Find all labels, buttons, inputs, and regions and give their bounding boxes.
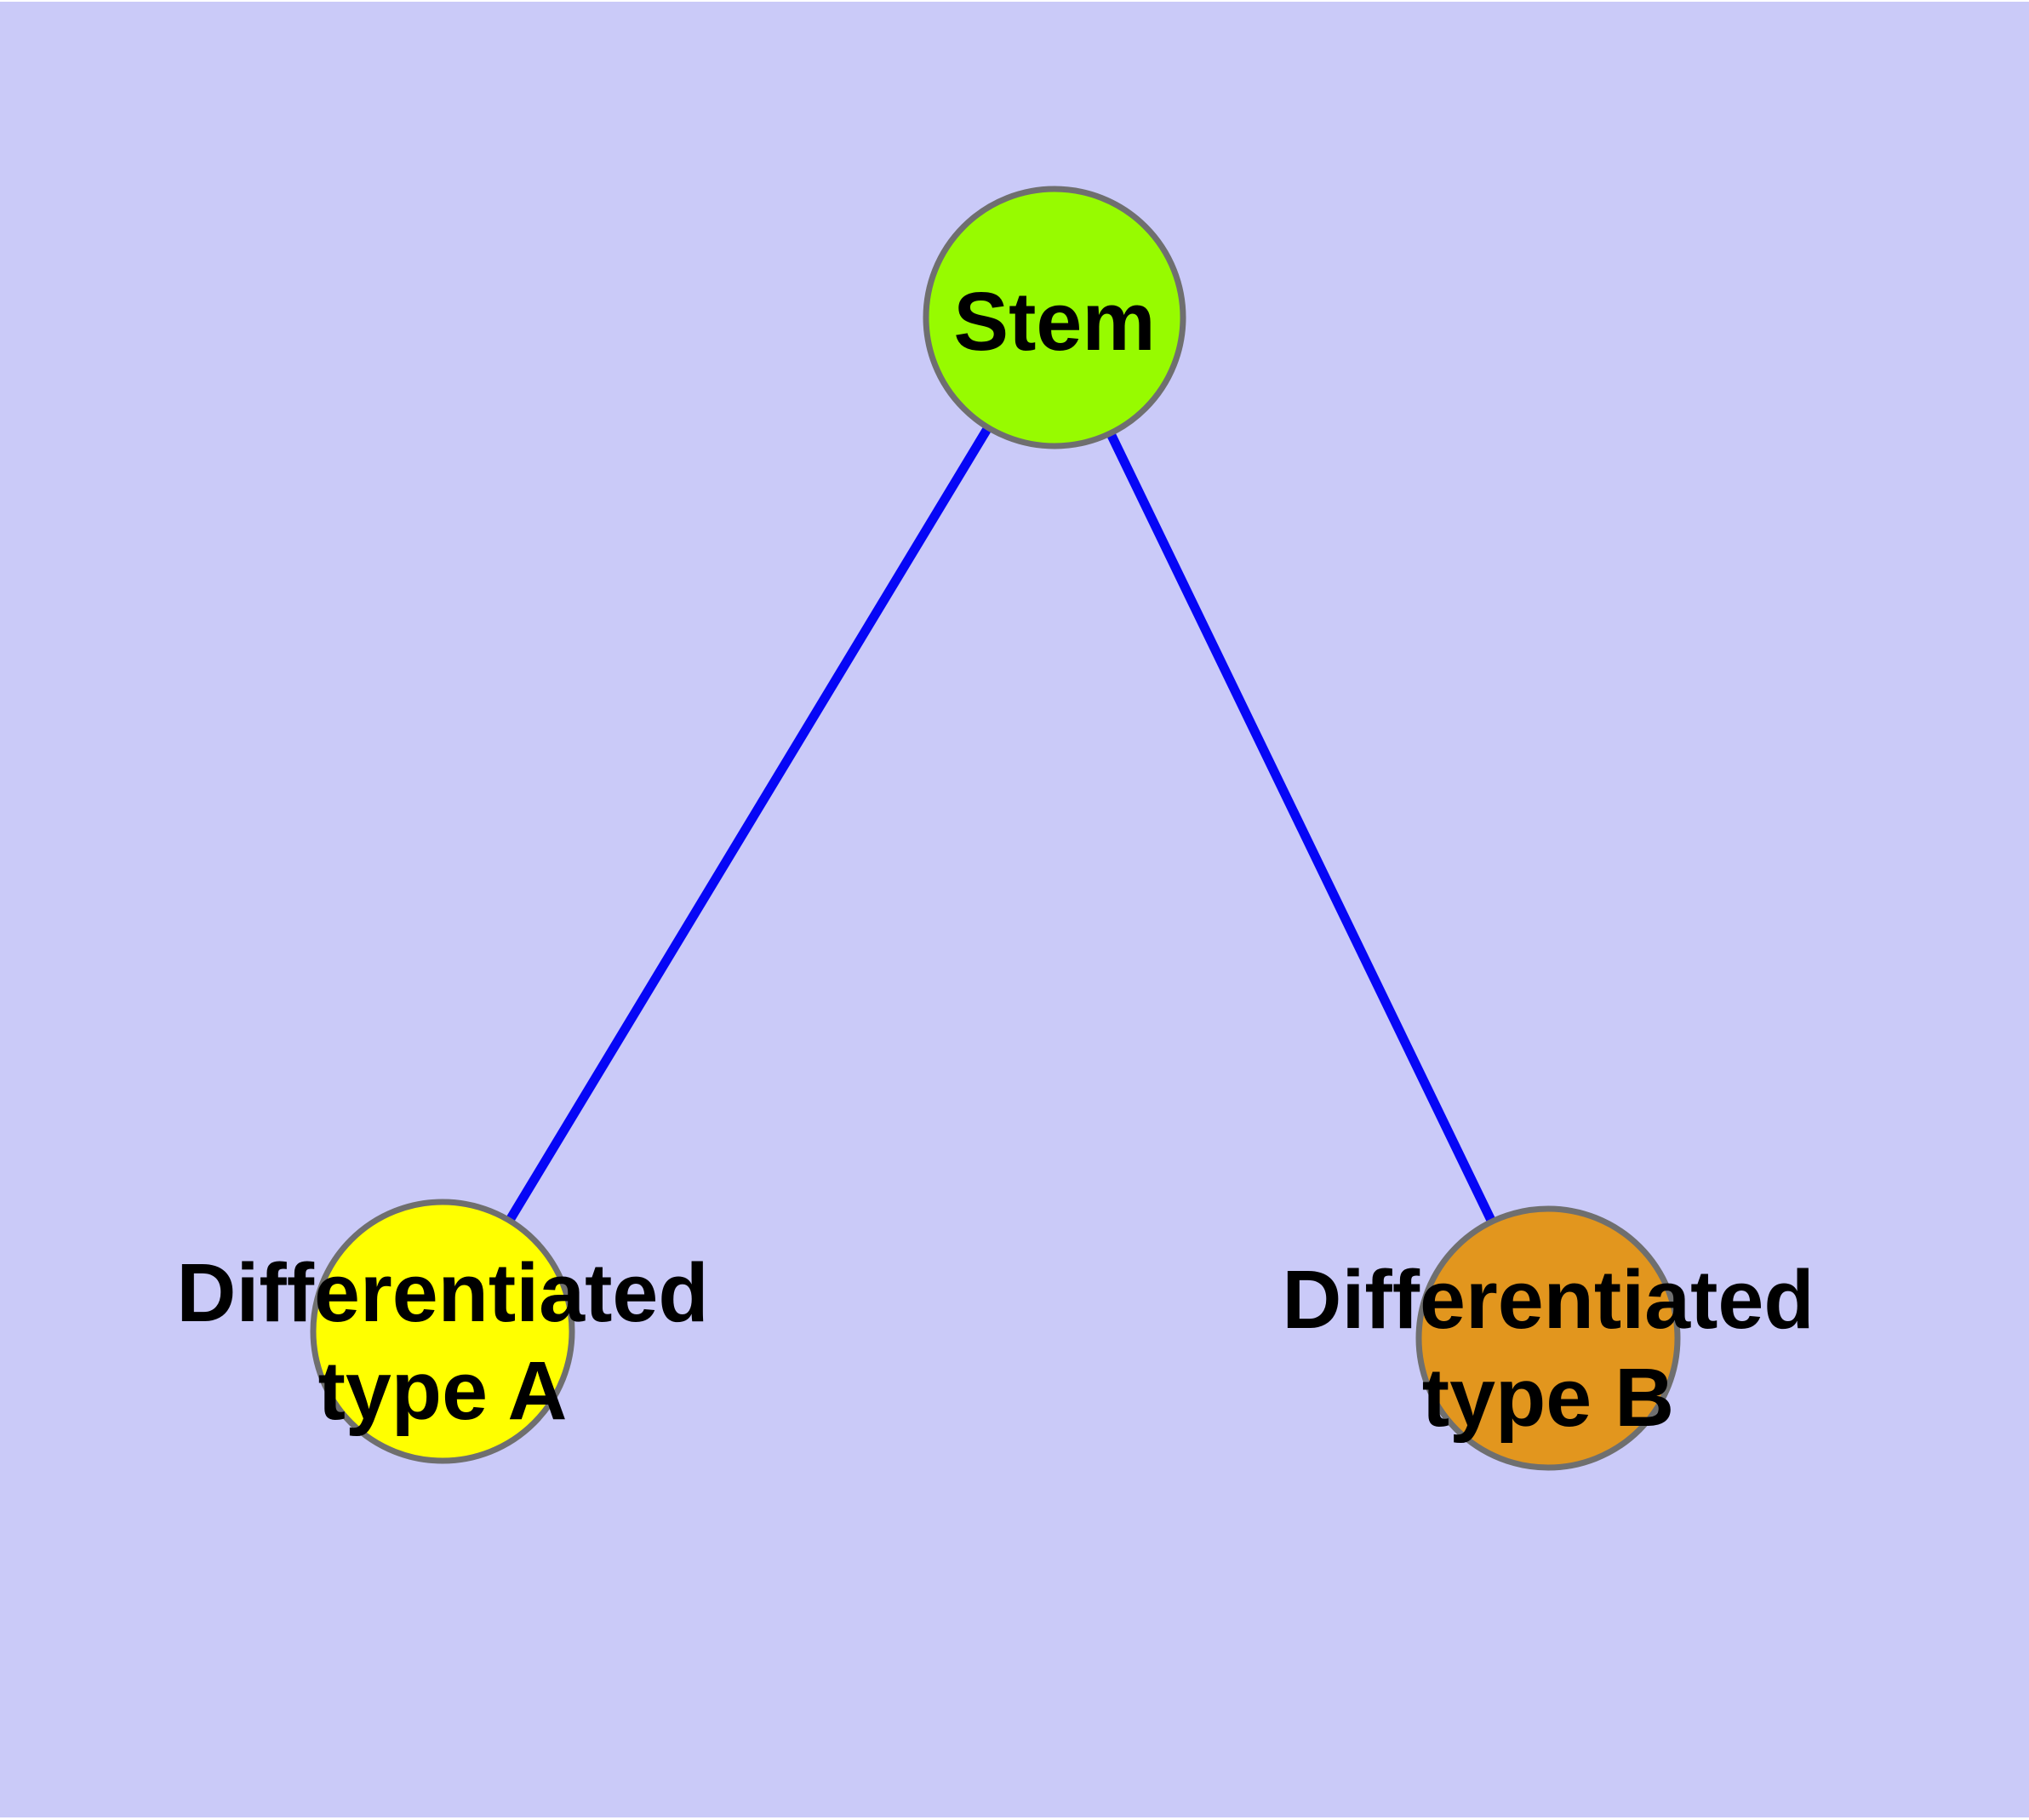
edge-stem-typeA: [438, 315, 1059, 1334]
node-label-line: Differentiated: [176, 1246, 708, 1339]
edge-layer: [438, 315, 1552, 1341]
node-label-line: Differentiated: [1282, 1253, 1814, 1346]
node-typeA: [310, 1199, 575, 1464]
node-layer: [310, 186, 1681, 1471]
node-label-line: type B: [1422, 1351, 1674, 1444]
edge-stem-typeB: [1050, 315, 1552, 1341]
node-label-line: type A: [318, 1344, 568, 1437]
node-typeB: [1415, 1205, 1681, 1471]
node-label-stem: Stem: [953, 275, 1155, 368]
node-label-line: Stem: [953, 275, 1155, 368]
node-stem: [923, 186, 1186, 449]
